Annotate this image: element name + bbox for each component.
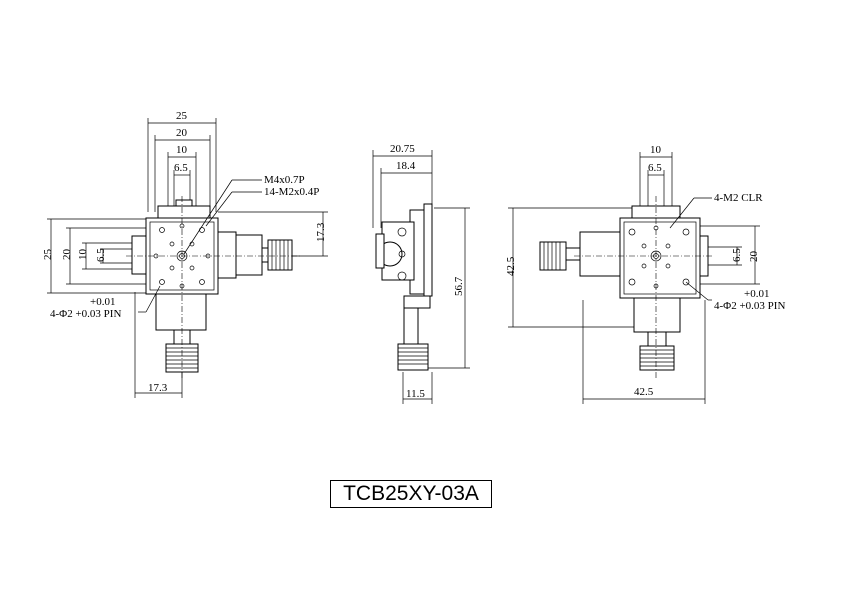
front-dim-6-5: 6.5 — [648, 162, 662, 174]
front-dim-h42-5: 42.5 — [505, 256, 517, 276]
top-dim-6-5: 6.5 — [174, 162, 188, 174]
top-dim-b17-3: 17.3 — [148, 382, 168, 394]
note-m2: 14-M2x0.4P — [264, 186, 319, 198]
front-dim-b42-5: 42.5 — [634, 386, 654, 398]
side-dim-18-4: 18.4 — [396, 160, 416, 172]
top-dim-h10: 10 — [77, 249, 89, 261]
side-dim-56-7: 56.7 — [453, 276, 465, 296]
side-dim-20-75: 20.75 — [390, 143, 415, 155]
note-tol-right: +0.01 — [744, 288, 769, 300]
front-dim-10: 10 — [650, 144, 662, 156]
note-m4: M4x0.7P — [264, 174, 305, 186]
front-dim-h20: 20 — [748, 251, 760, 263]
front-view — [508, 152, 760, 404]
top-dim-25: 25 — [176, 110, 188, 122]
note-clr: 4-M2 CLR — [714, 192, 763, 204]
top-dim-h6-5: 6.5 — [95, 248, 107, 262]
side-view — [372, 150, 470, 404]
side-dim-11-5: 11.5 — [406, 388, 425, 400]
top-dim-10: 10 — [176, 144, 188, 156]
top-dim-20: 20 — [176, 127, 188, 139]
top-view — [47, 118, 328, 398]
dimension-labels: 25 20 10 6.5 25 20 10 6.5 17.3 17.3 M4x0… — [42, 110, 785, 400]
front-dim-h6-5: 6.5 — [731, 248, 743, 262]
model-title: TCB25XY-03A — [330, 480, 492, 508]
note-pin-right: 4-Φ2 +0.03 PIN — [714, 300, 785, 312]
top-dim-h20: 20 — [61, 249, 73, 261]
top-dim-h25: 25 — [42, 249, 54, 261]
note-pin-left: 4-Φ2 +0.03 PIN — [50, 308, 121, 320]
note-tol-left: +0.01 — [90, 296, 115, 308]
top-dim-h17-3: 17.3 — [315, 222, 327, 242]
